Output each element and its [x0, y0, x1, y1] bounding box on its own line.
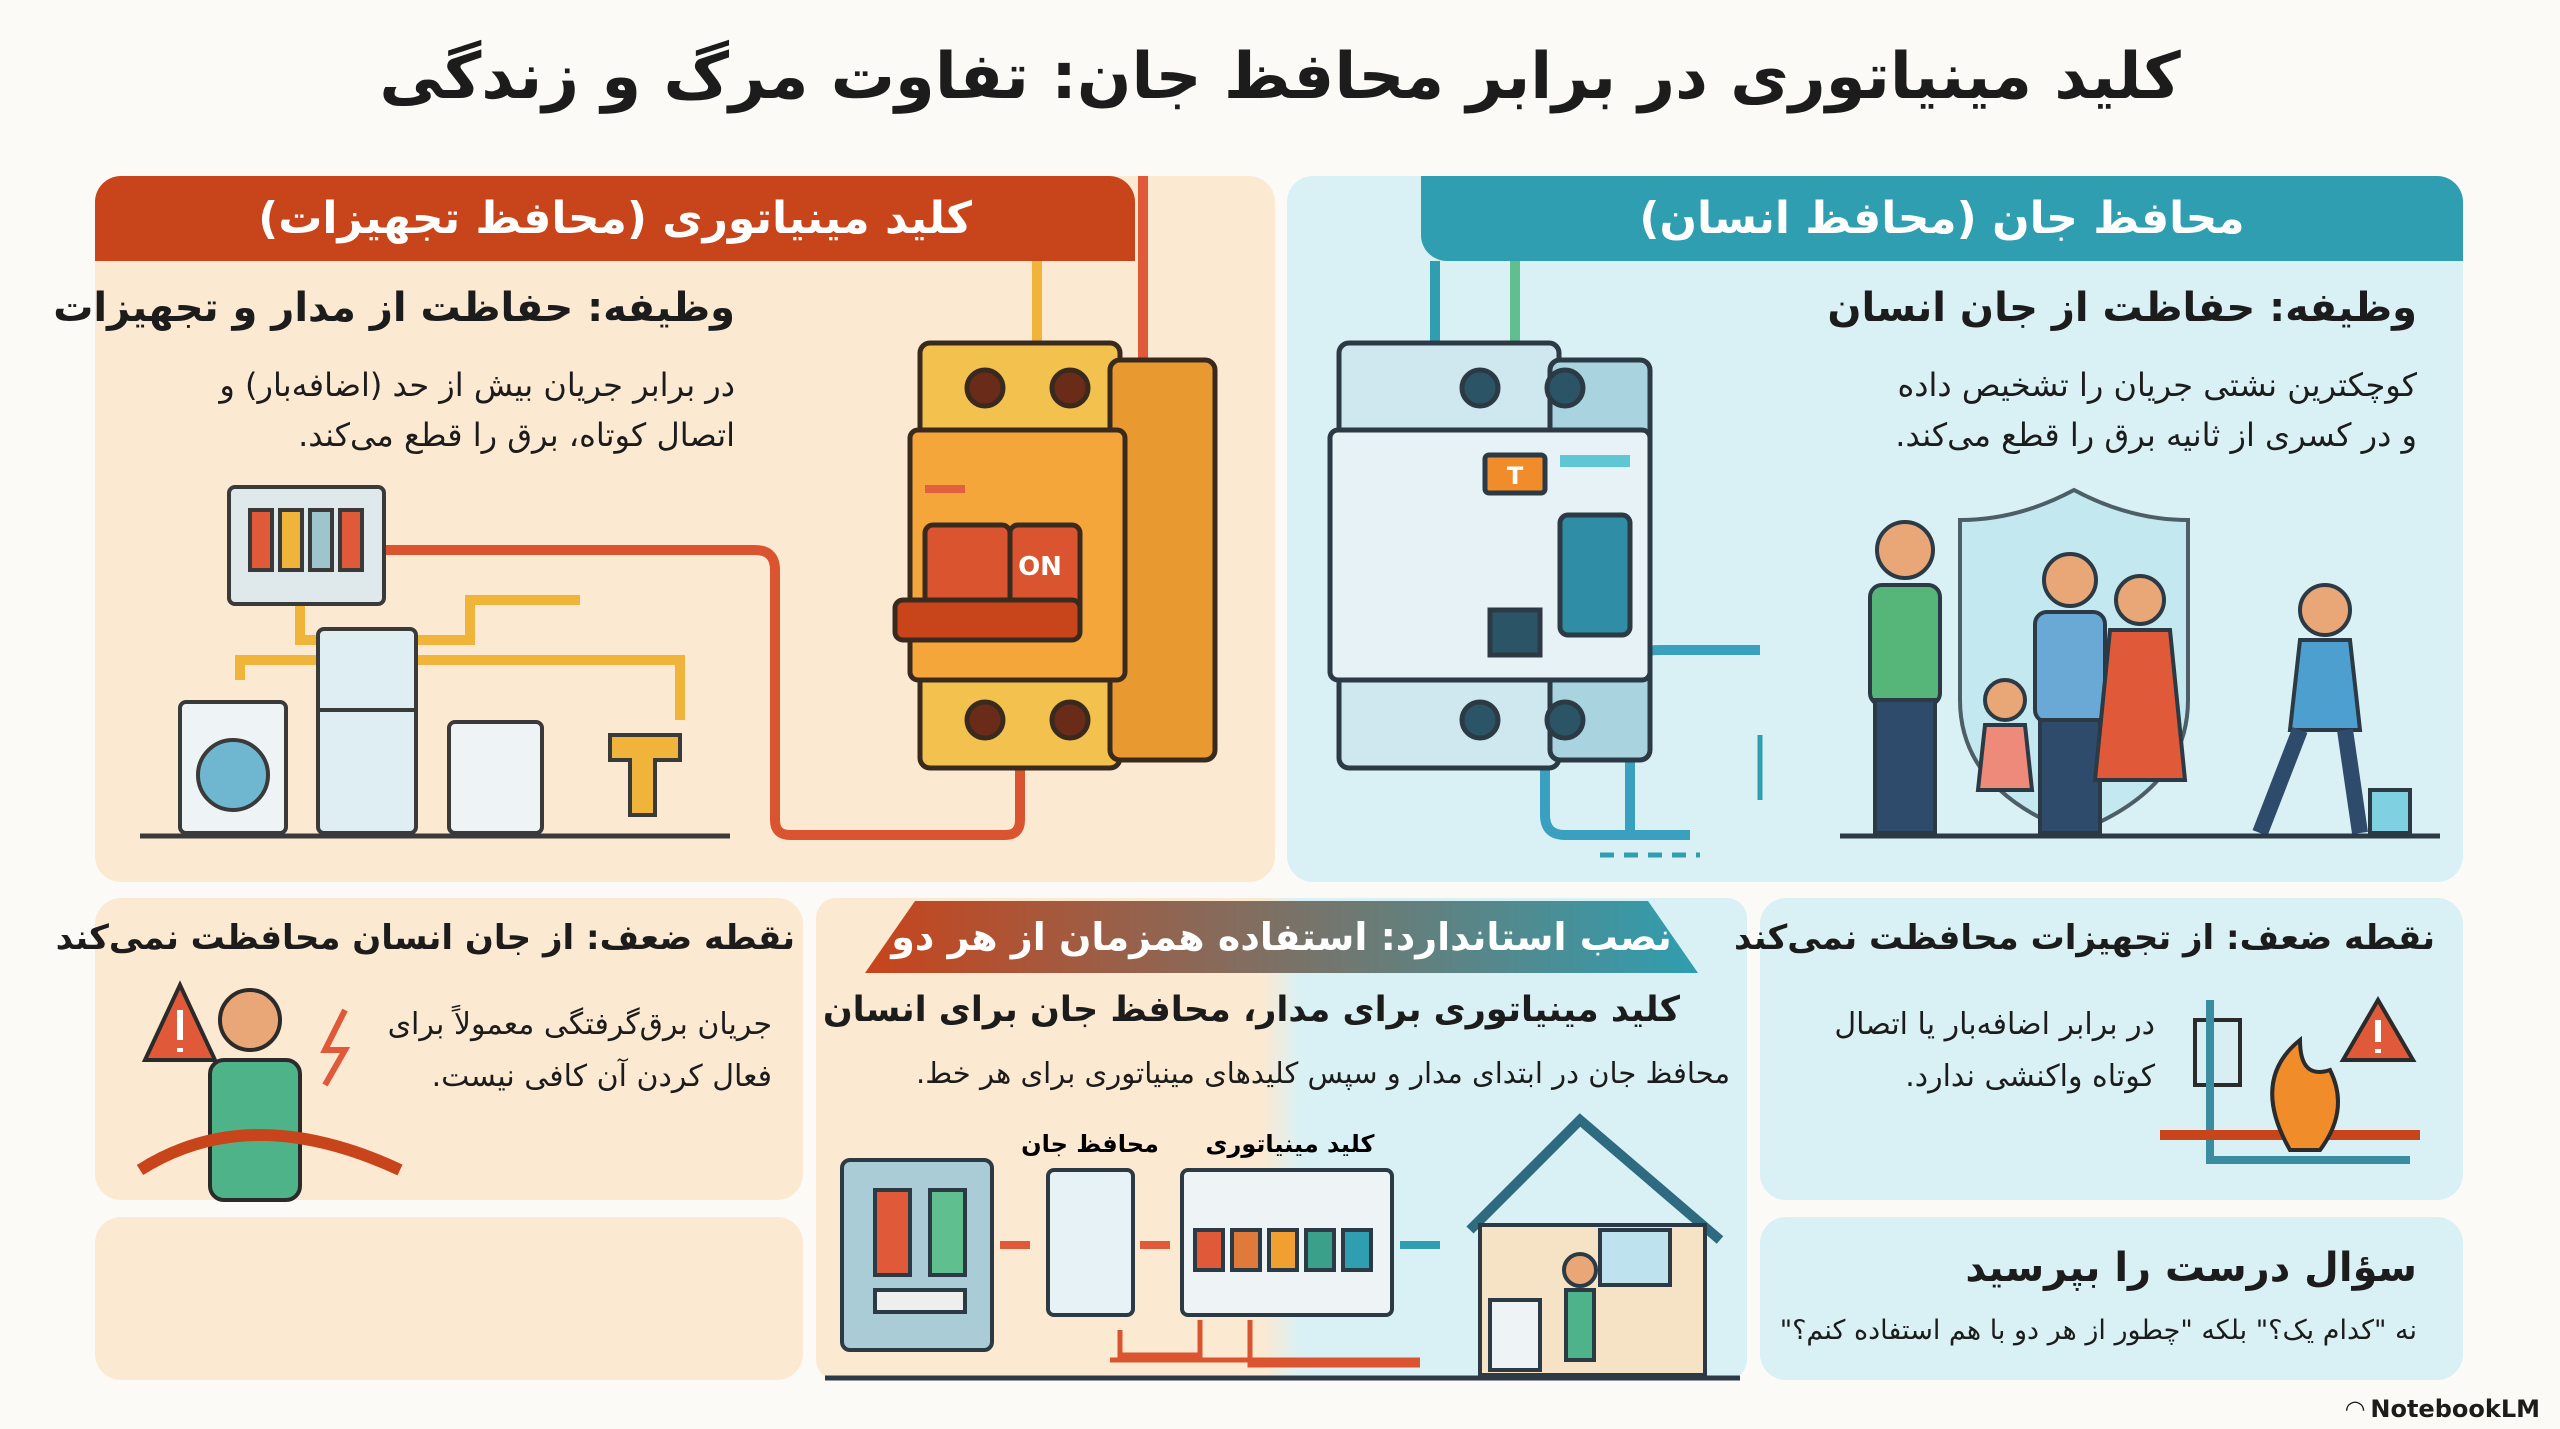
fire-warning-illustration	[2160, 996, 2420, 1164]
mcb-wires	[235, 176, 1148, 840]
mcb-header: کلید مینیاتوری (محافظ تجهیزات)	[95, 176, 1135, 261]
appliances-illustration	[140, 485, 730, 839]
rcd-weakness-panel	[1760, 898, 2463, 1200]
question-body: نه "کدام یک؟" بلکه "چطور از هر دو با هم …	[1779, 1315, 2417, 1346]
mcb-function-heading: وظیفه: حفاظت از مدار و تجهیزات	[53, 285, 735, 331]
mcb-function-line-2: اتصال کوتاه، برق را قطع می‌کند.	[298, 416, 735, 454]
rcd-weakness-line-1: در برابر اضافه‌بار یا اتصال	[1834, 1007, 2155, 1042]
mcb-weakness-line-1: جریان برق‌گرفتگی معمولاً برای	[387, 1007, 772, 1042]
label-rcd: محافظ جان	[1021, 1130, 1159, 1158]
rcd-function-line-2: و در کسری از ثانیه برق را قطع می‌کند.	[1895, 416, 2417, 454]
standard-header: نصب استاندارد: استفاده همزمان از هر دو	[865, 901, 1698, 973]
question-panel	[1760, 1217, 2463, 1380]
rcd-weakness-heading: نقطه ضعف: از تجهیزات محافظت نمی‌کند	[1733, 918, 2435, 958]
mcb-breaker-illustration	[892, 340, 1218, 771]
rcd-test-label: T	[1507, 462, 1524, 490]
watermark-text: NotebookLM	[2370, 1395, 2540, 1423]
empty-panel	[95, 1217, 803, 1380]
standard-body: محافظ جان در ابتدای مدار و سپس کلیدهای م…	[916, 1056, 1730, 1090]
rcd-weakness-line-2: کوتاه واکنشی ندارد.	[1905, 1059, 2155, 1094]
shock-warning-illustration	[136, 980, 403, 1202]
family-shield-illustration	[1840, 487, 2440, 839]
standard-heading: کلید مینیاتوری برای مدار، محافظ جان برای…	[822, 990, 1680, 1030]
notebooklm-watermark: ◠ NotebookLM	[2346, 1395, 2540, 1423]
mcb-on-label: ON	[1018, 552, 1062, 582]
question-heading: سؤال درست را بپرسید	[1965, 1245, 2417, 1291]
label-mcb: کلید مینیاتوری	[1206, 1130, 1375, 1158]
rcd-function-line-1: کوچکترین نشتی جریان را تشخیص داده	[1897, 366, 2418, 404]
mcb-weakness-line-2: فعال کردن آن کافی نیست.	[431, 1059, 772, 1094]
page-title: کلید مینیاتوری در برابر محافظ جان: تفاوت…	[379, 40, 2181, 114]
rcd-breaker-illustration	[1327, 340, 1653, 771]
installation-illustration	[825, 1113, 1740, 1381]
mcb-weakness-heading: نقطه ضعف: از جان انسان محافظت نمی‌کند	[55, 918, 795, 958]
rcd-header: محافظ جان (محافظ انسان)	[1421, 176, 2463, 261]
mcb-function-line-1: در برابر جریان بیش از حد (اضافه‌بار) و	[219, 366, 735, 404]
rcd-function-heading: وظیفه: حفاظت از جان انسان	[1827, 285, 2417, 331]
notebooklm-logo-icon: ◠	[2345, 1395, 2365, 1423]
